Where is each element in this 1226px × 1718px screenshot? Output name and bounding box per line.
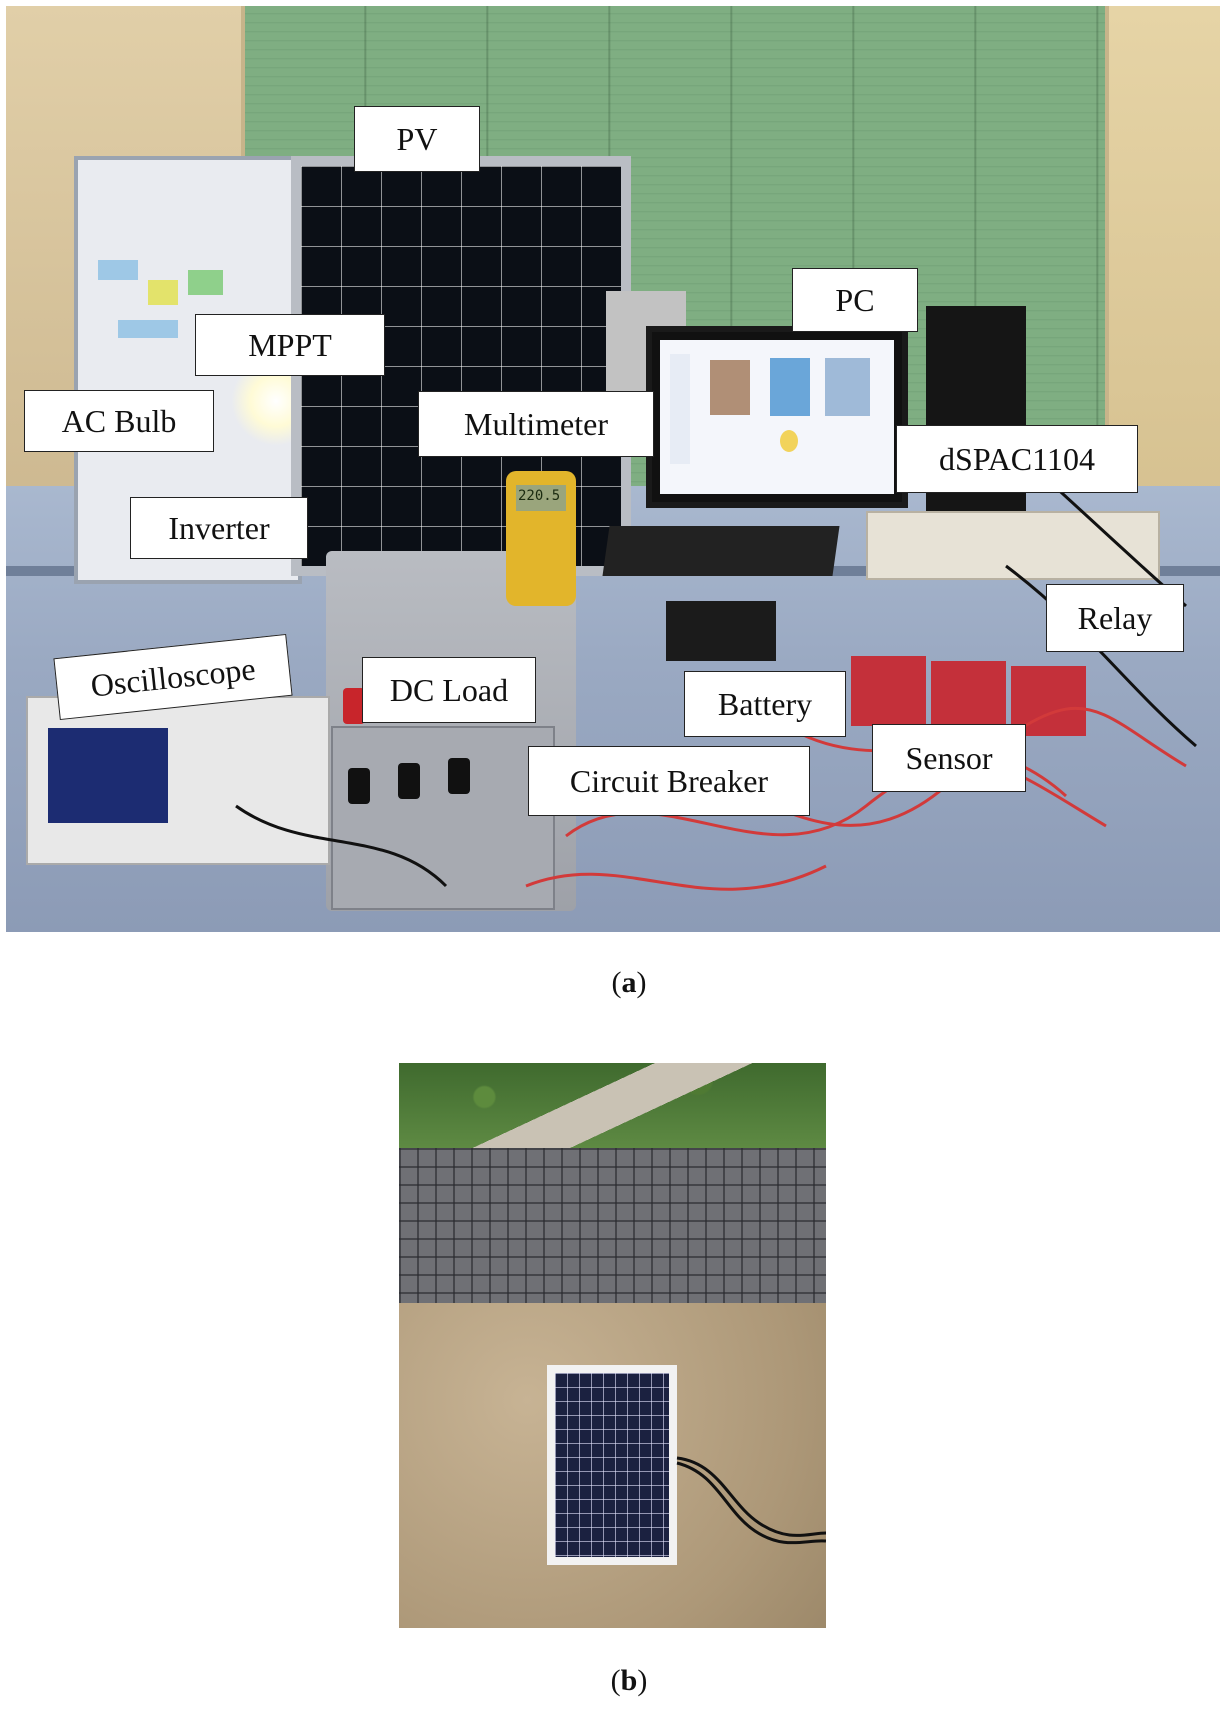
label-sensor: Sensor xyxy=(872,724,1026,792)
paver-stones xyxy=(399,1148,826,1303)
lab-setup-photo: 220.5 PV PC MPPT AC Bulb Multimeter dSPA… xyxy=(6,6,1220,932)
pv-cable xyxy=(676,1456,826,1545)
sensor-board xyxy=(851,656,926,726)
pc-monitor xyxy=(646,326,908,508)
battery-device xyxy=(666,601,776,661)
label-multimeter: Multimeter xyxy=(418,391,654,457)
sensor-board xyxy=(931,661,1006,731)
label-mppt: MPPT xyxy=(195,314,385,376)
label-circuit-breaker: Circuit Breaker xyxy=(528,746,810,816)
oscilloscope-device xyxy=(26,696,330,865)
outdoor-pv-panel-photo xyxy=(399,1063,826,1628)
label-pc: PC xyxy=(792,268,918,332)
label-dc-load: DC Load xyxy=(362,657,536,723)
multimeter-device: 220.5 xyxy=(506,471,576,606)
small-pv-panel xyxy=(547,1365,677,1565)
label-relay: Relay xyxy=(1046,584,1184,652)
label-inverter: Inverter xyxy=(130,497,308,559)
label-battery: Battery xyxy=(684,671,846,737)
label-dspace: dSPAC1104 xyxy=(896,425,1138,493)
dspace-board xyxy=(866,511,1160,580)
caption-b: (b) xyxy=(610,1664,648,1697)
dc-load-front-panel xyxy=(331,673,555,910)
label-ac-bulb: AC Bulb xyxy=(24,390,214,452)
label-pv: PV xyxy=(354,106,480,172)
caption-a: (a) xyxy=(611,966,647,999)
concrete-edge xyxy=(399,1063,826,1148)
multimeter-reading: 220.5 xyxy=(518,488,561,504)
